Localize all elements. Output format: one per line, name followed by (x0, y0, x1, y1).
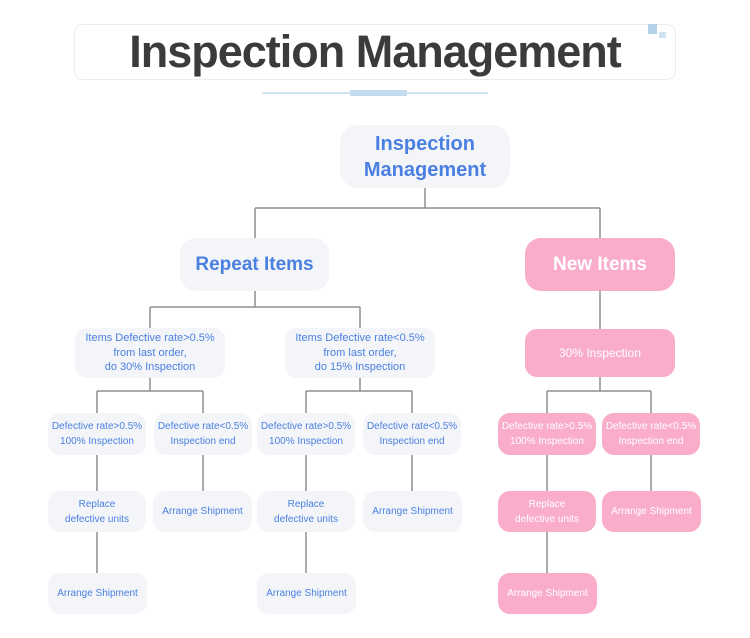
node-repeat-high-replace: Replace defective units (48, 491, 146, 532)
node-repeat-low-ship: Arrange Shipment (363, 491, 462, 532)
node-new-defect-high: Defective rate>0.5% 100% Inspection (498, 413, 596, 455)
node-repeat-low-ship-final: Arrange Shipment (257, 573, 356, 614)
connector-lowbranch-split (305, 378, 413, 413)
node-repeat-low-condition: Items Defective rate<0.5% from last orde… (285, 328, 435, 378)
node-repeat-high-ship-final: Arrange Shipment (48, 573, 147, 614)
connector-newbranch-split (546, 377, 652, 413)
node-repeat-items: Repeat Items (180, 238, 329, 291)
node-repeat-low-replace: Replace defective units (257, 491, 355, 532)
node-root: Inspection Management (340, 125, 510, 188)
connector-root-to-level1 (254, 188, 601, 238)
node-repeat-high-defect-high: Defective rate>0.5% 100% Inspection (48, 413, 146, 455)
connector-level4-to-level5 (96, 532, 548, 573)
node-new-ship: Arrange Shipment (602, 491, 701, 532)
node-new-inspection: 30% Inspection (525, 329, 675, 377)
node-repeat-high-ship: Arrange Shipment (153, 491, 252, 532)
node-repeat-high-condition: Items Defective rate>0.5% from last orde… (75, 328, 225, 378)
connector-repeat-to-conditions (149, 291, 361, 328)
title-card (74, 24, 676, 80)
node-new-defect-low: Defective rate<0.5% Inspection end (602, 413, 700, 455)
page-title: Inspection Management (129, 26, 622, 77)
node-repeat-low-defect-low: Defective rate<0.5% Inspection end (363, 413, 461, 455)
connector-highbranch-split (96, 378, 204, 413)
node-repeat-low-defect-high: Defective rate>0.5% 100% Inspection (257, 413, 355, 455)
decor-square-small (659, 32, 666, 38)
decor-square-large (648, 24, 657, 34)
connector-level3-to-level4 (96, 455, 652, 491)
node-repeat-high-defect-low: Defective rate<0.5% Inspection end (154, 413, 252, 455)
node-new-ship-final: Arrange Shipment (498, 573, 597, 614)
title-underline-accent (350, 90, 407, 96)
node-new-items: New Items (525, 238, 675, 291)
node-new-replace: Replace defective units (498, 491, 596, 532)
